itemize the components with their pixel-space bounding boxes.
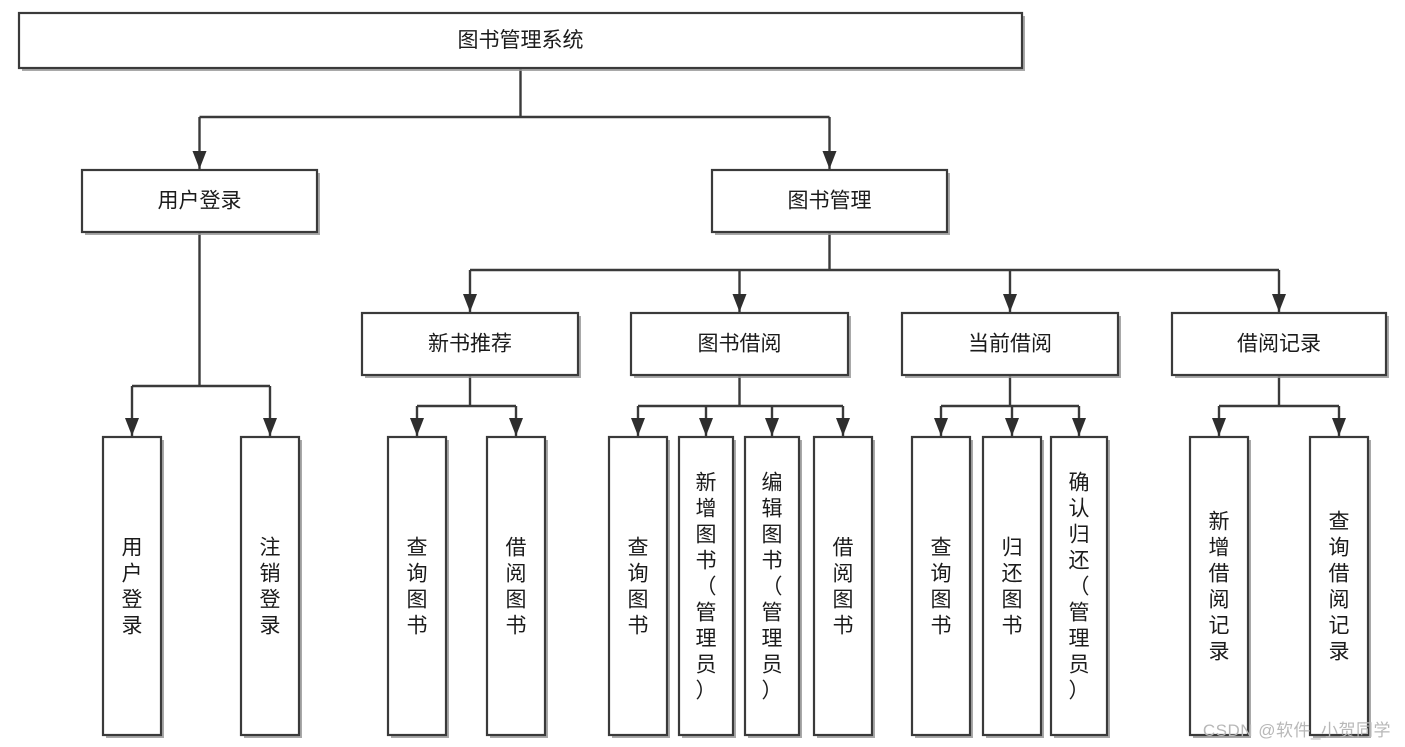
arrow-head-icon [125, 418, 139, 436]
node-book-manage[interactable]: 图书管理 [710, 168, 950, 235]
node-label: 编辑图书（管理员） [762, 471, 783, 702]
node-label: 图书借阅 [698, 333, 782, 356]
node-leaf-borrow-book-1[interactable]: 借阅图书 [485, 435, 548, 738]
arrow-head-icon [463, 294, 477, 312]
arrow-head-icon [699, 418, 713, 436]
node-borrow-record[interactable]: 借阅记录 [1170, 311, 1389, 378]
node-leaf-return-book[interactable]: 归还图书 [981, 435, 1044, 738]
arrow-head-icon [192, 151, 207, 169]
arrow-head-icon [263, 418, 277, 436]
node-leaf-query-book-2[interactable]: 查询图书 [607, 435, 670, 738]
node-new-book-rec[interactable]: 新书推荐 [360, 311, 581, 378]
node-leaf-logout[interactable]: 注销登录 [239, 435, 302, 738]
arrow-head-icon [631, 418, 645, 436]
arrow-head-icon [1212, 418, 1226, 436]
node-user-login[interactable]: 用户登录 [80, 168, 320, 235]
node-label: 借阅图书 [506, 536, 527, 637]
node-label: 当前借阅 [968, 333, 1052, 356]
node-label: 图书管理 [788, 190, 872, 213]
arrow-head-icon [410, 418, 424, 436]
node-label: 借阅记录 [1237, 333, 1321, 356]
node-book-borrow[interactable]: 图书借阅 [629, 311, 851, 378]
nodes-layer: 图书管理系统用户登录图书管理新书推荐图书借阅当前借阅借阅记录用户登录注销登录查询… [17, 11, 1389, 738]
arrow-head-icon [934, 418, 948, 436]
node-label: 新增借阅记录 [1209, 510, 1230, 663]
arrow-head-icon [836, 418, 850, 436]
arrow-head-icon [765, 418, 779, 436]
arrow-head-icon [1272, 294, 1286, 312]
node-label: 查询图书 [931, 536, 952, 637]
node-label: 图书管理系统 [458, 29, 584, 52]
node-leaf-add-record[interactable]: 新增借阅记录 [1188, 435, 1251, 738]
arrow-head-icon [1072, 418, 1086, 436]
node-label: 查询图书 [407, 536, 428, 637]
arrow-head-icon [509, 418, 523, 436]
node-label: 新增图书（管理员） [696, 471, 717, 702]
arrow-head-icon [1332, 418, 1346, 436]
node-label: 查询图书 [628, 536, 649, 637]
node-label: 确认归还（管理员） [1069, 471, 1090, 702]
arrow-head-icon [822, 151, 837, 169]
node-root-system[interactable]: 图书管理系统 [17, 11, 1025, 71]
node-label: 用户登录 [158, 190, 242, 213]
node-label: 查询借阅记录 [1329, 510, 1350, 663]
node-leaf-query-record[interactable]: 查询借阅记录 [1308, 435, 1371, 738]
node-current-borrow[interactable]: 当前借阅 [900, 311, 1121, 378]
node-leaf-user-login[interactable]: 用户登录 [101, 435, 164, 738]
node-leaf-edit-book[interactable]: 编辑图书（管理员） [743, 435, 802, 738]
node-leaf-add-book[interactable]: 新增图书（管理员） [677, 435, 736, 738]
node-leaf-query-book-3[interactable]: 查询图书 [910, 435, 973, 738]
node-leaf-confirm-return[interactable]: 确认归还（管理员） [1049, 435, 1110, 738]
node-label: 新书推荐 [428, 333, 512, 356]
arrow-head-icon [732, 294, 747, 312]
connectors-layer [125, 68, 1346, 436]
node-leaf-borrow-book-2[interactable]: 借阅图书 [812, 435, 875, 738]
node-label: 用户登录 [122, 536, 143, 637]
arrow-head-icon [1003, 294, 1017, 312]
node-leaf-query-book-1[interactable]: 查询图书 [386, 435, 449, 738]
arrow-head-icon [1005, 418, 1019, 436]
node-label: 归还图书 [1002, 536, 1023, 637]
node-label: 注销登录 [260, 536, 281, 637]
node-label: 借阅图书 [833, 536, 854, 637]
